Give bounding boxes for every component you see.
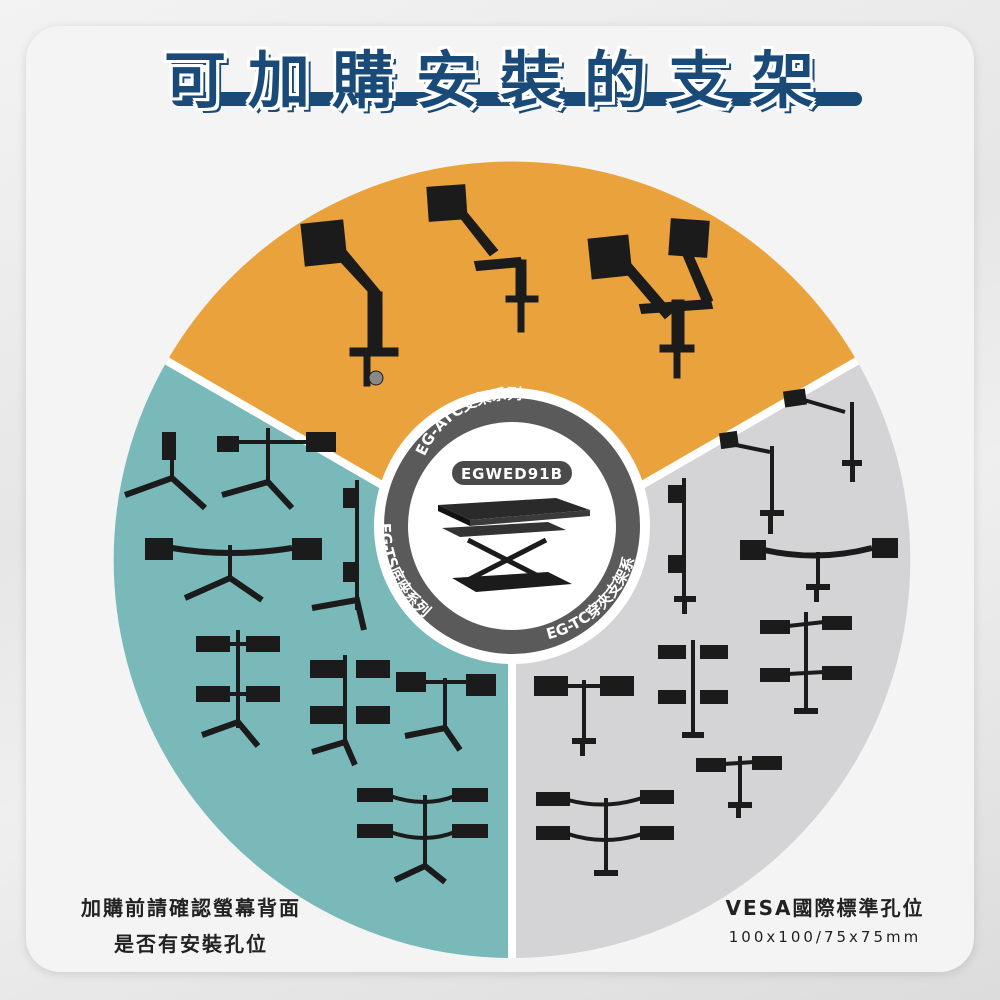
monitor-clamp-icon [760, 612, 852, 714]
monitor-arm-icon [300, 219, 399, 387]
model-badge [452, 461, 572, 485]
note-right-sizes: 100x100/75x75mm [728, 928, 922, 946]
title-underline [172, 92, 862, 106]
monitor-clamp-icon [536, 790, 674, 876]
monitor-stand-icon [311, 480, 367, 631]
standing-desk-converter-icon [438, 498, 590, 592]
monitor-clamp-icon [696, 756, 782, 818]
monitor-clamp-icon [740, 538, 898, 602]
note-left-line2: 是否有安裝孔位 [114, 932, 268, 956]
note-right-vesa: VESA國際標準孔位 [725, 896, 925, 920]
monitor-arm-icon [587, 218, 714, 379]
monitor-clamp-icon [658, 640, 728, 738]
monitor-clamp-icon [782, 388, 862, 482]
monitor-stand-icon [145, 538, 322, 603]
note-left-line1: 加購前請確認螢幕背面 [81, 896, 301, 920]
monitor-arm-icon [426, 184, 539, 333]
monitor-stand-icon [396, 672, 496, 752]
monitor-stand-icon [357, 788, 488, 885]
monitor-clamp-icon [534, 676, 634, 756]
monitor-stand-icon [196, 630, 280, 748]
page-title: 可加購安裝的支架 [163, 44, 836, 117]
monitor-stand-icon [217, 428, 336, 511]
note-left: 加購前請確認螢幕背面 是否有安裝孔位 [56, 890, 326, 962]
monitor-stand-icon [123, 432, 208, 511]
monitor-clamp-icon [668, 478, 696, 614]
monitor-clamp-icon [718, 430, 784, 534]
model-badge-label: EGWED91B [461, 465, 563, 483]
monitor-stand-icon [310, 655, 390, 767]
